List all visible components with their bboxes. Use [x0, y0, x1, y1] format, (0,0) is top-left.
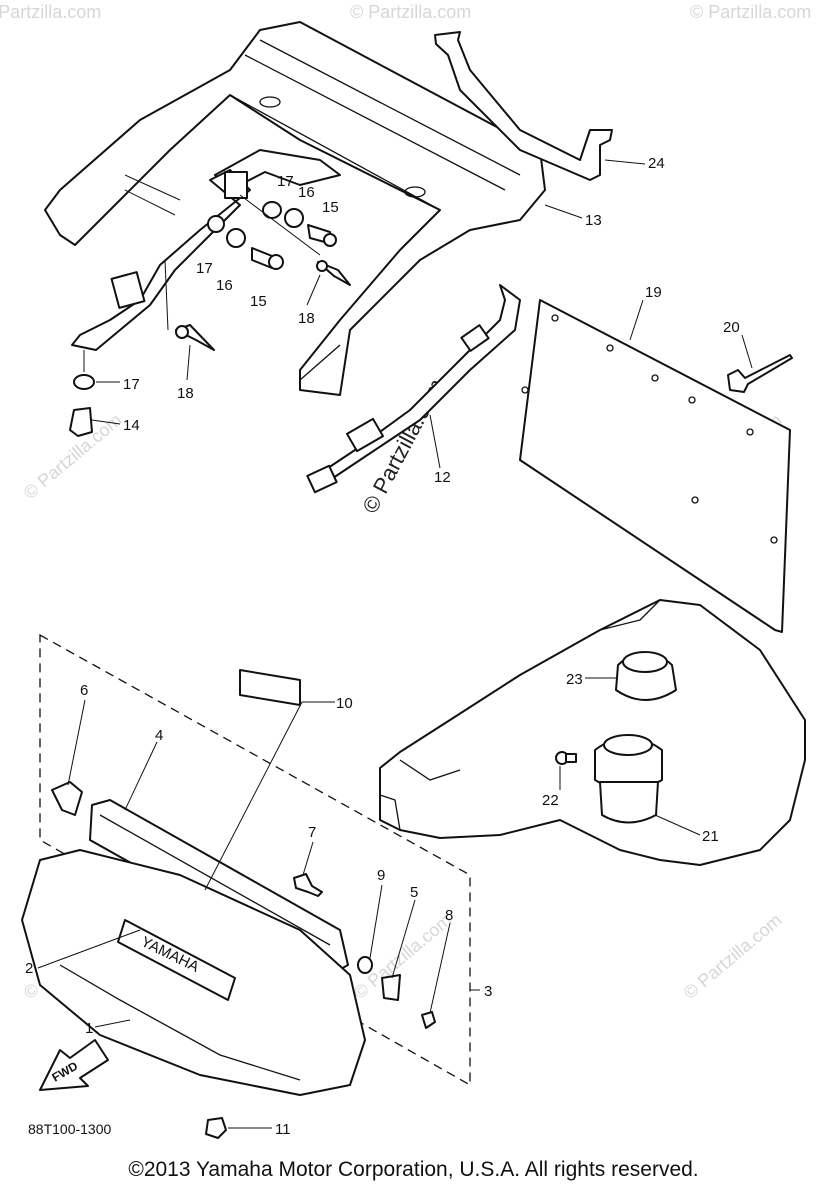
part-8-pin: [421, 1011, 436, 1029]
callout-10: 10: [336, 695, 353, 712]
part-13-hood-frame: [44, 21, 546, 396]
leader-lines: [37, 159, 753, 1129]
watermark-text: © Partzilla.com: [680, 910, 786, 1003]
callout-24: 24: [648, 155, 665, 172]
callout-16: 16: [298, 184, 315, 201]
part-9-washer: [357, 956, 373, 974]
callout-15: 15: [250, 293, 267, 310]
callout-4: 4: [155, 727, 163, 744]
part-11-screw: [205, 1117, 227, 1139]
callout-2: 2: [25, 960, 33, 977]
callout-20: 20: [723, 319, 740, 336]
callout-16: 16: [216, 277, 233, 294]
watermark-text: © Partzilla.com: [690, 2, 811, 22]
callout-5: 5: [410, 884, 418, 901]
callout-22: 22: [542, 792, 559, 809]
callout-6: 6: [80, 682, 88, 699]
copyright-footer: ©2013 Yamaha Motor Corporation, U.S.A. A…: [128, 1158, 699, 1181]
part-7-screw: [293, 873, 323, 897]
callout-13: 13: [585, 212, 602, 229]
part-6-clip: [51, 781, 83, 816]
fastener-group-upper: [69, 174, 351, 437]
part-24-bracket: [434, 31, 613, 181]
callout-7: 7: [308, 824, 316, 841]
callouts: 24 13 17 16 15 17 16 15 18 18 17 14 19 2…: [25, 155, 740, 1138]
watermark-text: © Partzilla.com: [0, 2, 101, 22]
callout-18: 18: [298, 310, 315, 327]
part-stay-left: [71, 169, 251, 351]
callout-17: 17: [123, 376, 140, 393]
callout-3: 3: [484, 983, 492, 1000]
callout-1: 1: [85, 1020, 93, 1037]
callout-12: 12: [434, 469, 451, 486]
assembly-3-boundary: [39, 633, 471, 1087]
part-1-front-cover: YAMAHA: [21, 849, 366, 1096]
callout-14: 14: [123, 417, 140, 434]
diagram-code: 88T100-1300: [28, 1121, 112, 1137]
callout-8: 8: [445, 907, 453, 924]
callout-11: 11: [275, 1121, 291, 1138]
callout-17: 17: [277, 173, 294, 190]
part-tank: [379, 599, 806, 866]
callout-9: 9: [377, 867, 385, 884]
callout-19: 19: [645, 284, 662, 301]
callout-15: 15: [322, 199, 339, 216]
part-19-panel: [519, 299, 791, 633]
callout-17: 17: [196, 260, 213, 277]
watermark-text: © Partzilla.com: [350, 2, 471, 22]
callout-21: 21: [702, 828, 719, 845]
part-5-clip: [381, 974, 401, 1001]
fwd-arrow: FWD: [39, 1039, 109, 1091]
callout-18: 18: [177, 385, 194, 402]
callout-23: 23: [566, 671, 583, 688]
part-10-strip: [239, 669, 301, 706]
part-20-pin: [727, 354, 793, 393]
